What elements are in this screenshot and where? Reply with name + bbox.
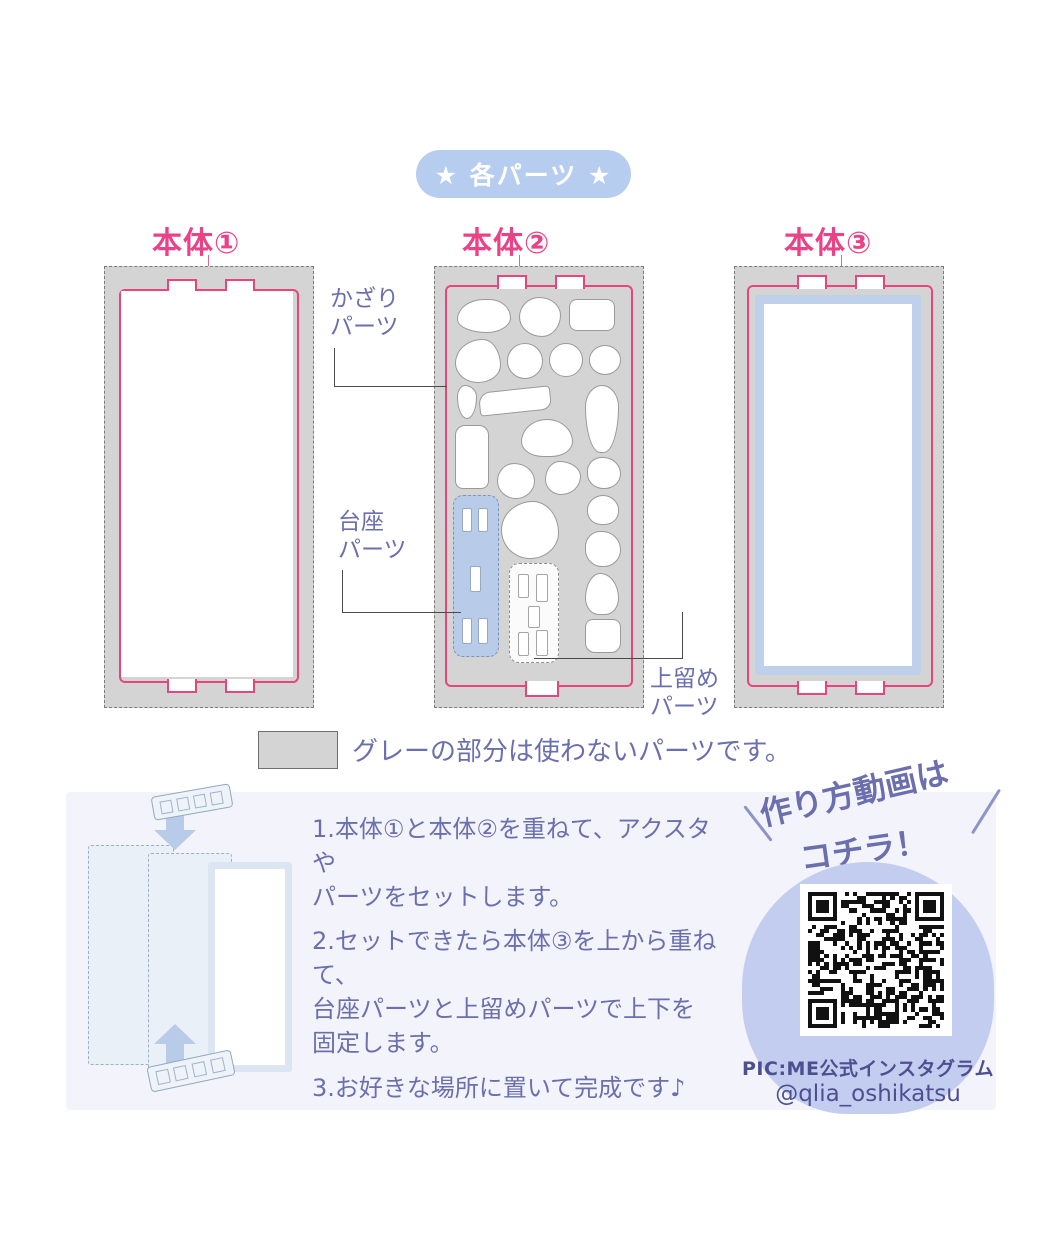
sheet-1-tab-bottom-right: [225, 679, 255, 693]
qr-code[interactable]: [800, 884, 952, 1036]
decor-blob: [569, 299, 615, 331]
annotation-top-clip-leader: [534, 612, 683, 659]
decor-blob: [589, 345, 621, 375]
decor-blob: [545, 461, 581, 495]
sheet-2-tab-top-right: [555, 275, 585, 289]
legend-gray-swatch: [258, 731, 338, 769]
legend-note: グレーの部分は使わないパーツです。: [352, 737, 791, 767]
sheet-1-cut-outline: [119, 289, 299, 683]
sheet-panel-1: [104, 266, 314, 708]
decor-blob: [585, 573, 619, 615]
sheet-1-white-field: [121, 291, 293, 677]
decor-blob: [519, 297, 561, 337]
step-item-2: 2.セットできたら本体③を上から重ねて、 台座パーツと上留めパーツで上下を 固定…: [312, 927, 717, 1058]
base-slot: [470, 566, 481, 592]
clip-slot: [536, 630, 548, 656]
clip-slot: [518, 632, 529, 656]
annotation-decor-parts: かざり パーツ: [330, 286, 399, 341]
sheet-2-tab-top-left: [497, 275, 527, 289]
section-badge-parts: ★ 各パーツ ★: [416, 150, 631, 198]
step-item-3: 3.お好きな場所に置いて完成です♪: [312, 1073, 686, 1102]
assembly-arrow-up: [154, 1024, 196, 1064]
decor-blob: [455, 425, 489, 489]
decor-blob: [455, 339, 501, 383]
panel-title-2: 本体②: [462, 226, 551, 261]
base-slot: [462, 508, 472, 532]
base-slot: [478, 618, 488, 644]
sheet-panel-3: [734, 266, 944, 708]
sheet-3-tab-bottom-left: [797, 681, 827, 695]
sheet-3-tab-top-right: [855, 275, 885, 289]
panel-title-3: 本体③: [784, 226, 873, 261]
decor-blob: [587, 495, 619, 525]
annotation-base-leader: [342, 570, 461, 613]
step-item-1: 1.本体①と本体②を重ねて、アクスタや パーツをセットします。: [312, 815, 711, 912]
sheet-1-tab-bottom-left: [167, 679, 197, 693]
annotation-base-parts: 台座 パーツ: [338, 509, 407, 564]
clip-slot: [536, 574, 548, 602]
decor-blob: [457, 385, 477, 419]
qr-caption-account-label: PIC:ME公式インスタグラム: [742, 1058, 994, 1080]
decor-blob: [497, 463, 535, 499]
top-clip-part-strip: [509, 563, 559, 663]
decor-blob: [587, 457, 621, 489]
sheet-3-tab-bottom-right: [855, 681, 885, 695]
sheet-panel-2: [434, 266, 644, 708]
base-part-strip: [453, 495, 499, 657]
sheet-2-tab-bottom: [525, 681, 559, 697]
qr-matrix: [808, 892, 944, 1028]
decor-blob: [457, 299, 511, 333]
sheet-3-tab-top-left: [797, 275, 827, 289]
decor-blob: [521, 419, 573, 457]
sheet-1-tab-top-left: [167, 279, 197, 293]
base-slot: [462, 618, 472, 644]
base-slot: [478, 508, 488, 532]
decor-blob: [549, 343, 583, 377]
decor-blob: [501, 501, 559, 559]
sheet-3-cut-outline: [747, 285, 933, 687]
sheet-1-tab-top-right: [225, 279, 255, 293]
step-list: 1.本体①と本体②を重ねて、アクスタや パーツをセットします。 2.セットできた…: [312, 812, 732, 1115]
clip-slot: [518, 574, 529, 598]
panel-title-1: 本体①: [152, 226, 241, 261]
decor-blob: [585, 619, 621, 653]
section-badge-label: ★ 各パーツ ★: [434, 161, 613, 190]
decor-blob: [585, 531, 621, 567]
assembly-plate-3: [208, 862, 292, 1072]
annotation-top-clip-parts: 上留め パーツ: [650, 666, 719, 721]
decor-blob: [507, 343, 543, 379]
sheet-3-window-frame: [755, 295, 921, 675]
qr-caption-handle: @qlia_oshikatsu: [775, 1081, 961, 1107]
annotation-decor-leader: [334, 348, 447, 387]
clip-slot: [528, 606, 540, 628]
assembly-arrow-down: [154, 810, 196, 850]
